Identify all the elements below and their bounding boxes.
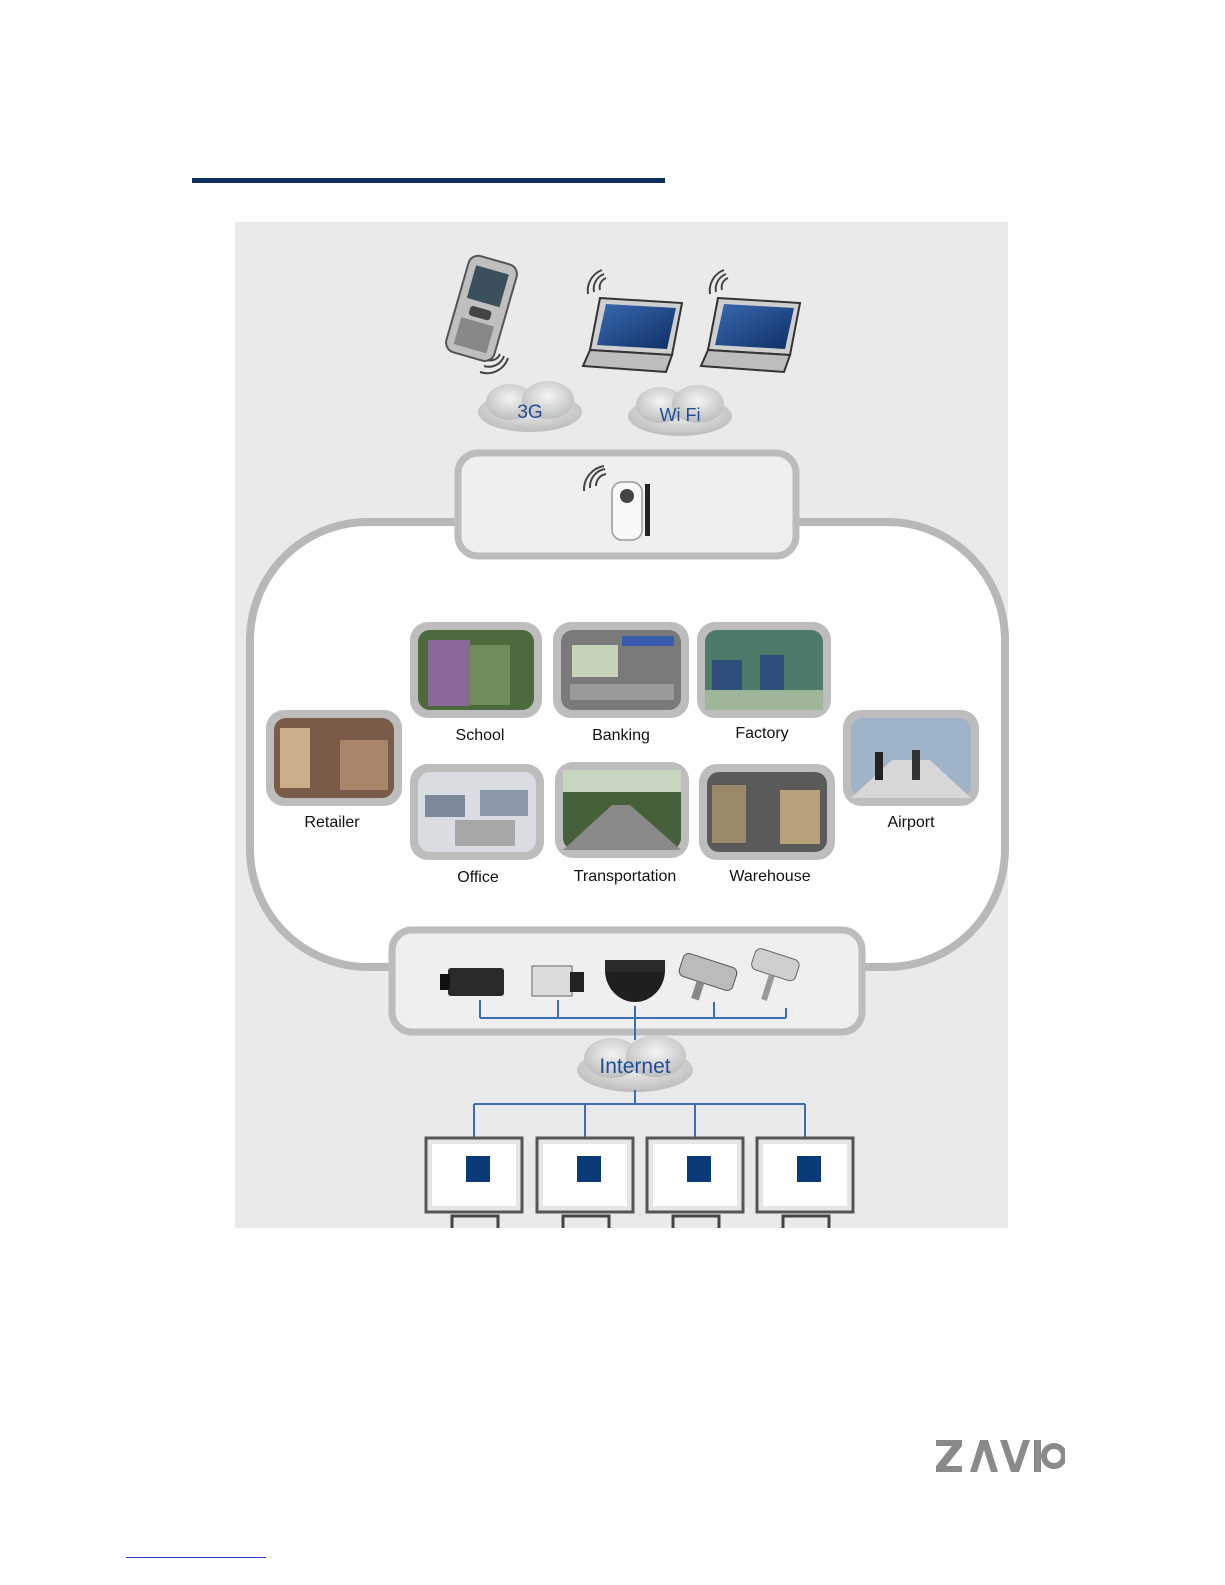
zavio-logo [930, 1430, 1065, 1478]
monitor-icon [647, 1138, 743, 1228]
scenario-banking-thumb [553, 622, 689, 718]
scenario-retailer-thumb [266, 710, 402, 806]
network-label-3g: 3G [517, 402, 542, 423]
monitor-wiring [474, 1090, 805, 1140]
scenario-transportation-thumb [555, 762, 689, 858]
scenario-label-warehouse: Warehouse [729, 868, 810, 885]
scenario-school-thumb [410, 622, 542, 718]
scenario-label-transportation: Transportation [574, 868, 677, 885]
scenario-label-office: Office [457, 869, 499, 886]
scenario-label-school: School [456, 727, 505, 744]
laptop-icon [701, 270, 800, 372]
network-label-internet: Internet [599, 1055, 670, 1078]
scenario-warehouse-thumb [699, 764, 835, 860]
laptop-icon [583, 270, 682, 372]
box-camera-icon [440, 968, 504, 996]
scenario-label-factory: Factory [735, 725, 788, 742]
footer-link-underline [126, 1557, 266, 1558]
monitor-icon [537, 1138, 633, 1228]
monitor-icon [426, 1138, 522, 1228]
mobile-phone-icon [444, 253, 520, 363]
scenario-airport-thumb [843, 710, 979, 806]
scenario-label-banking: Banking [592, 727, 650, 744]
scenario-label-airport: Airport [887, 814, 935, 831]
scenario-factory-thumb [697, 622, 831, 718]
scenario-office-thumb [410, 764, 544, 860]
scenario-label-retailer: Retailer [304, 814, 360, 831]
network-label-wifi: Wi Fi [660, 405, 701, 425]
monitor-icon [757, 1138, 853, 1228]
